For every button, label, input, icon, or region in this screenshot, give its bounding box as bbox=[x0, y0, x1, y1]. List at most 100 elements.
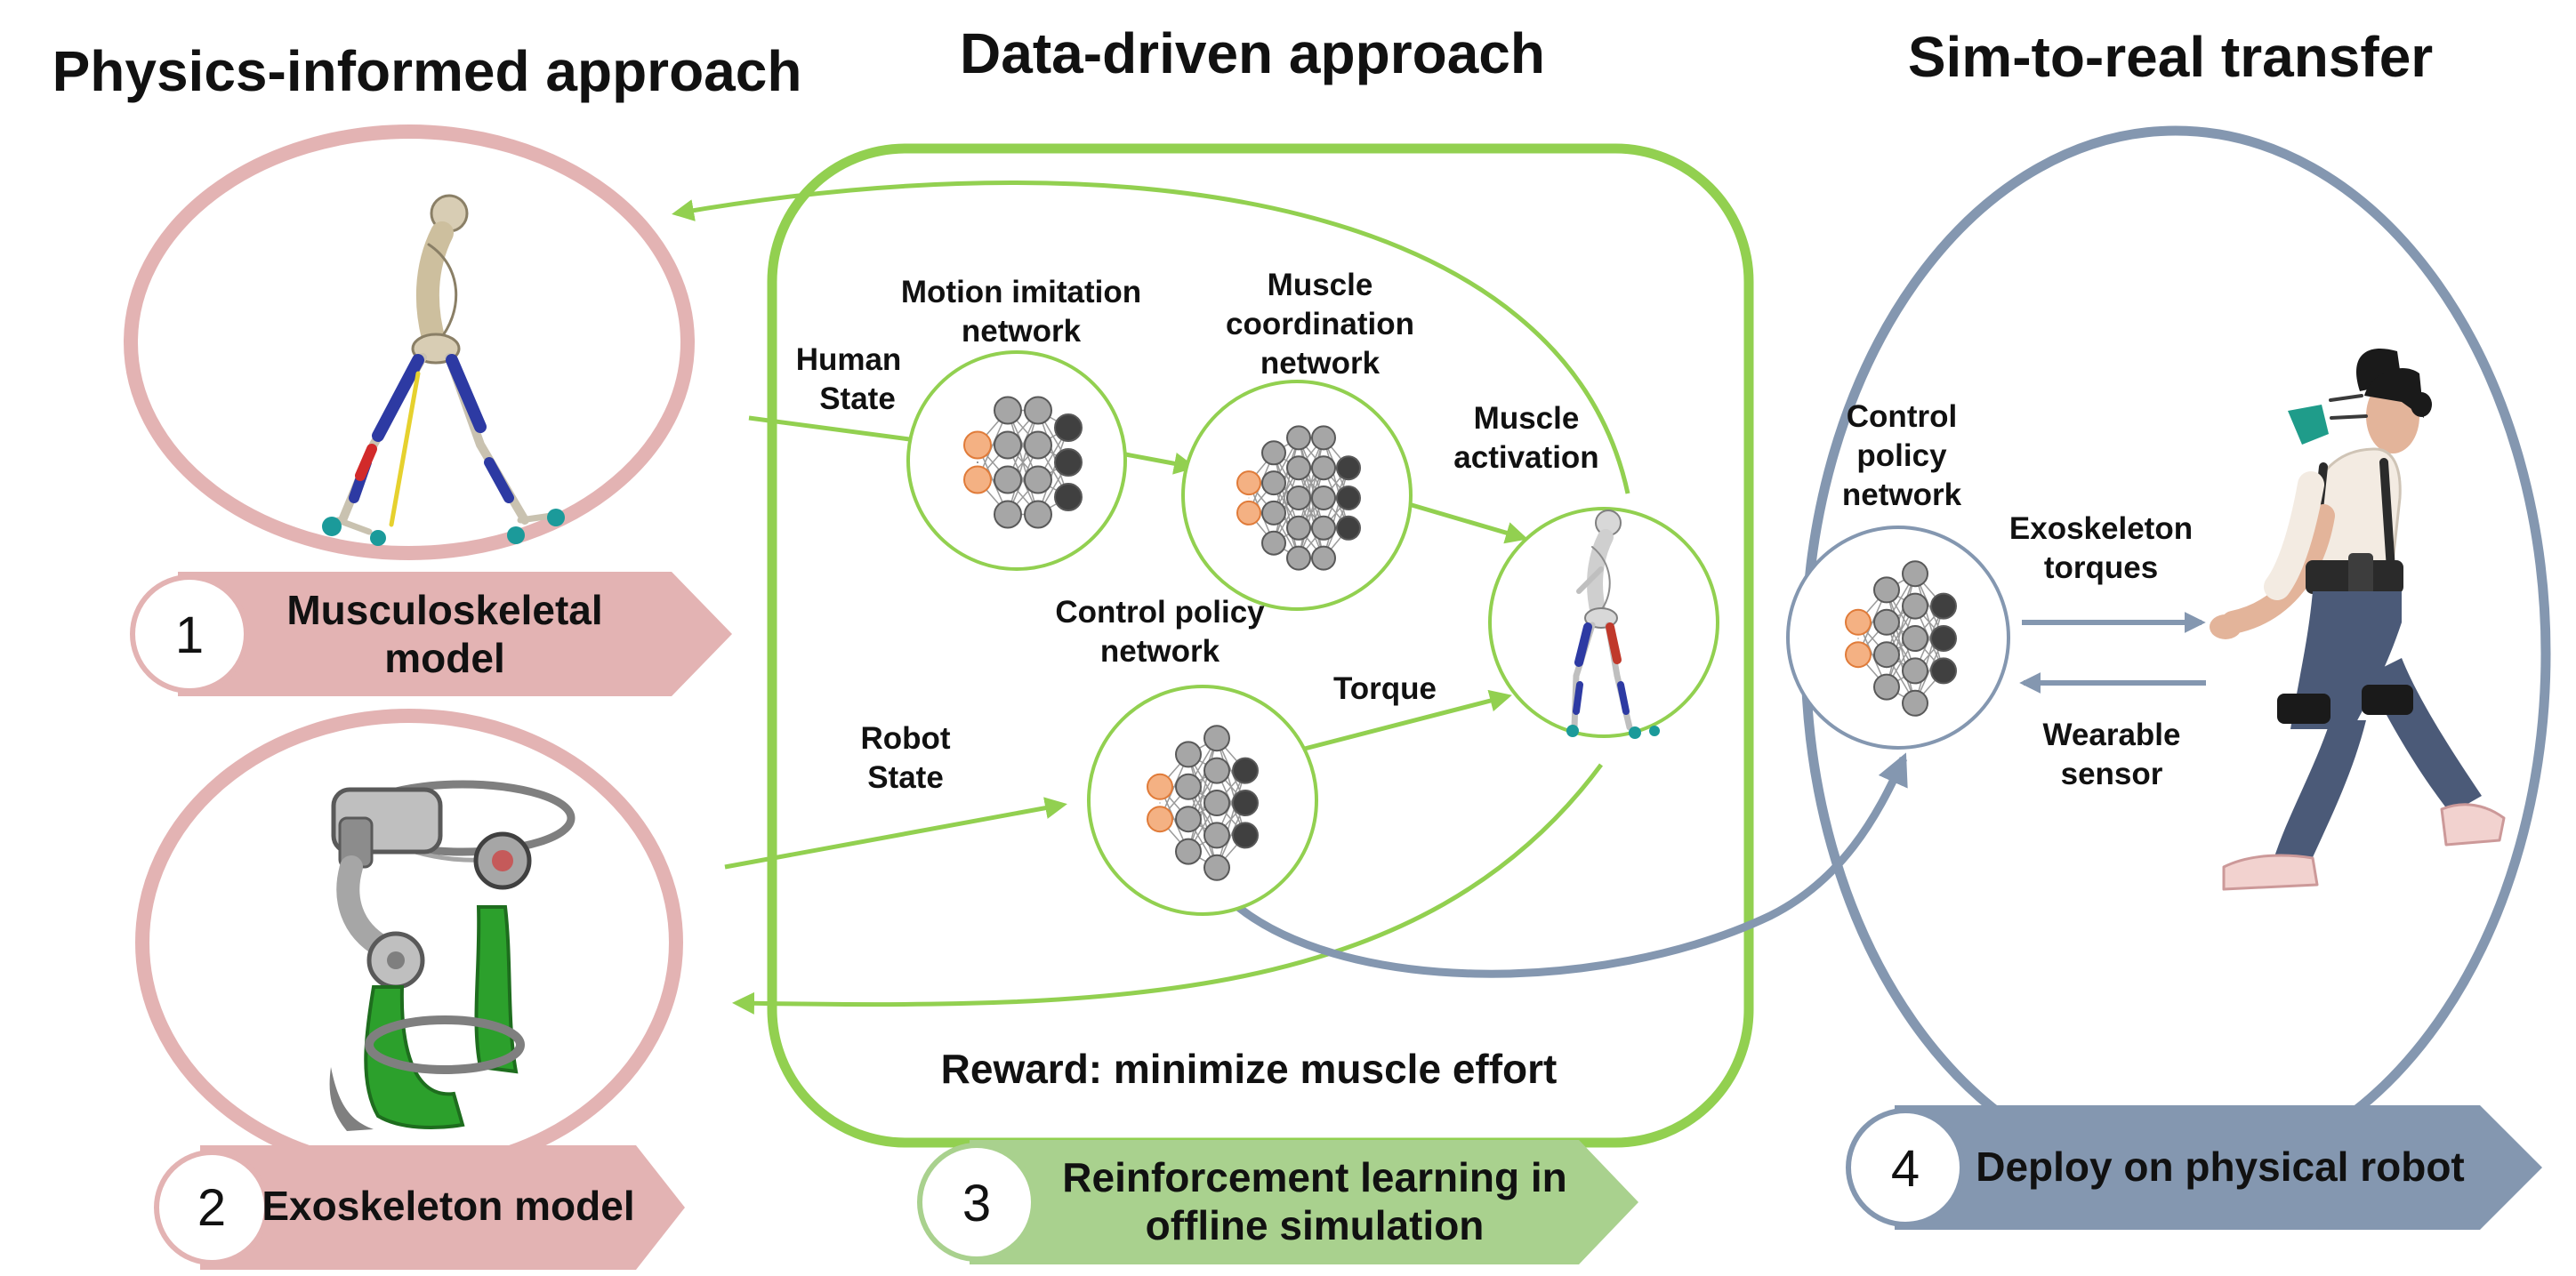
network-connection bbox=[1273, 437, 1300, 543]
step-4-label: Deploy on physical robot bbox=[1976, 1144, 2465, 1190]
hidden-node bbox=[1902, 625, 1928, 652]
step-3-label-1: Reinforcement learning in bbox=[1062, 1154, 1566, 1200]
muscle-coordination-label-2: coordination bbox=[1226, 307, 1414, 341]
input-node bbox=[1147, 806, 1173, 833]
input-node bbox=[1845, 641, 1872, 669]
hidden-node bbox=[1261, 470, 1286, 496]
exo-torques-label-2: torques bbox=[2044, 550, 2158, 585]
output-node bbox=[1232, 822, 1259, 849]
human-state-label-2: State bbox=[819, 381, 896, 416]
robot-state-label-1: Robot bbox=[860, 721, 950, 756]
output-node bbox=[1054, 413, 1083, 442]
reward-label: Reward: minimize muscle effort bbox=[941, 1046, 1558, 1092]
hidden-node bbox=[994, 430, 1022, 460]
input-node bbox=[963, 430, 992, 460]
hidden-node bbox=[1286, 515, 1311, 541]
output-node bbox=[1930, 592, 1957, 620]
network-connection bbox=[1273, 437, 1300, 514]
network-connection bbox=[1886, 574, 1916, 687]
step-3-banner: 3 Reinforcement learning in offline simu… bbox=[917, 1140, 1638, 1264]
hidden-node bbox=[1175, 741, 1202, 768]
output-node bbox=[1232, 757, 1259, 784]
arrow-imitation-to-coordination bbox=[1120, 451, 1196, 475]
control-policy-nodes bbox=[1147, 725, 1259, 881]
hidden-node bbox=[1203, 757, 1230, 784]
output-node bbox=[1336, 455, 1361, 481]
hidden-node bbox=[1902, 689, 1928, 717]
hidden-node bbox=[1902, 560, 1928, 588]
hidden-node bbox=[994, 465, 1022, 494]
output-node bbox=[1930, 625, 1957, 652]
hidden-node bbox=[1873, 608, 1900, 636]
hidden-node bbox=[1203, 725, 1230, 752]
hidden-node bbox=[1311, 515, 1336, 541]
network-connection bbox=[1298, 468, 1324, 558]
deployed-policy-label-3: network bbox=[1842, 477, 1962, 512]
skeleton-figure-icon bbox=[322, 194, 565, 546]
deployed-policy-label-2: policy bbox=[1856, 438, 1947, 473]
muscle-coordination-nodes bbox=[1236, 425, 1361, 571]
step-4-number: 4 bbox=[1891, 1140, 1920, 1198]
torque-label: Torque bbox=[1333, 671, 1437, 706]
hidden-node bbox=[1311, 425, 1336, 451]
motion-imitation-nodes bbox=[963, 396, 1083, 529]
arrow-sim-to-musculoskeletal bbox=[672, 181, 1630, 494]
arrow-musculoskeletal-to-state bbox=[748, 415, 917, 443]
arrow-exoskeleton-to-robot-state bbox=[724, 797, 1067, 870]
hidden-node bbox=[1175, 773, 1202, 800]
step-3-label-2: offline simulation bbox=[1146, 1202, 1485, 1248]
hidden-node bbox=[1286, 486, 1311, 510]
input-node bbox=[1147, 773, 1173, 800]
hidden-node bbox=[1873, 673, 1900, 701]
network-connection bbox=[1886, 573, 1916, 655]
section-title-physics: Physics-informed approach bbox=[52, 39, 802, 103]
hidden-node bbox=[1902, 592, 1928, 620]
exoskeleton-device-icon bbox=[329, 780, 576, 1131]
muscle-coordination-label-1: Muscle bbox=[1268, 268, 1373, 302]
exo-torques-label-1: Exoskeleton bbox=[2009, 511, 2193, 546]
output-node bbox=[1336, 515, 1361, 541]
input-node bbox=[1236, 500, 1261, 526]
network-connection bbox=[1037, 427, 1069, 515]
hidden-node bbox=[1261, 530, 1286, 556]
step-1-banner: 1 Musculoskeletal model bbox=[130, 572, 732, 696]
network-connection bbox=[1007, 410, 1039, 515]
arrow-transfer-to-robot bbox=[1224, 752, 1908, 978]
network-connection bbox=[1298, 437, 1324, 528]
hidden-node bbox=[1873, 641, 1900, 669]
robot-state-label-2: State bbox=[867, 760, 944, 795]
network-connection bbox=[1323, 468, 1349, 558]
muscle-coordination-label-3: network bbox=[1260, 346, 1381, 381]
hidden-node bbox=[1286, 455, 1311, 481]
input-node bbox=[963, 465, 992, 494]
musculoskeletal-bubble bbox=[124, 124, 695, 560]
output-node bbox=[1930, 657, 1957, 685]
section-title-data-driven: Data-driven approach bbox=[960, 21, 1545, 85]
hidden-node bbox=[1902, 657, 1928, 685]
hidden-node bbox=[1203, 822, 1230, 849]
control-policy-label-1: Control policy bbox=[1055, 595, 1265, 630]
network-connection bbox=[1187, 770, 1218, 852]
hidden-node bbox=[994, 500, 1022, 529]
hidden-node bbox=[1261, 440, 1286, 466]
network-connection bbox=[1886, 606, 1916, 687]
network-connection bbox=[1273, 467, 1300, 543]
muscle-activation-label-2: activation bbox=[1453, 440, 1598, 475]
hidden-node bbox=[1203, 790, 1230, 816]
muscle-activation-label-1: Muscle bbox=[1474, 401, 1580, 436]
hidden-node bbox=[1203, 854, 1230, 881]
control-policy-network bbox=[1087, 685, 1318, 916]
hidden-node bbox=[1175, 838, 1202, 865]
hidden-node bbox=[1311, 545, 1336, 571]
deployed-policy-nodes bbox=[1845, 560, 1957, 717]
output-node bbox=[1232, 790, 1259, 816]
arrow-policy-to-torque bbox=[1293, 689, 1512, 754]
section-title-sim-to-real: Sim-to-real transfer bbox=[1908, 25, 2433, 89]
motion-imitation-label-1: Motion imitation bbox=[901, 275, 1141, 309]
step-1-label-1: Musculoskeletal bbox=[286, 587, 602, 633]
output-node bbox=[1054, 483, 1083, 511]
network-connection bbox=[1216, 770, 1246, 869]
control-policy-label-2: network bbox=[1100, 634, 1220, 669]
hidden-node bbox=[1175, 806, 1202, 833]
